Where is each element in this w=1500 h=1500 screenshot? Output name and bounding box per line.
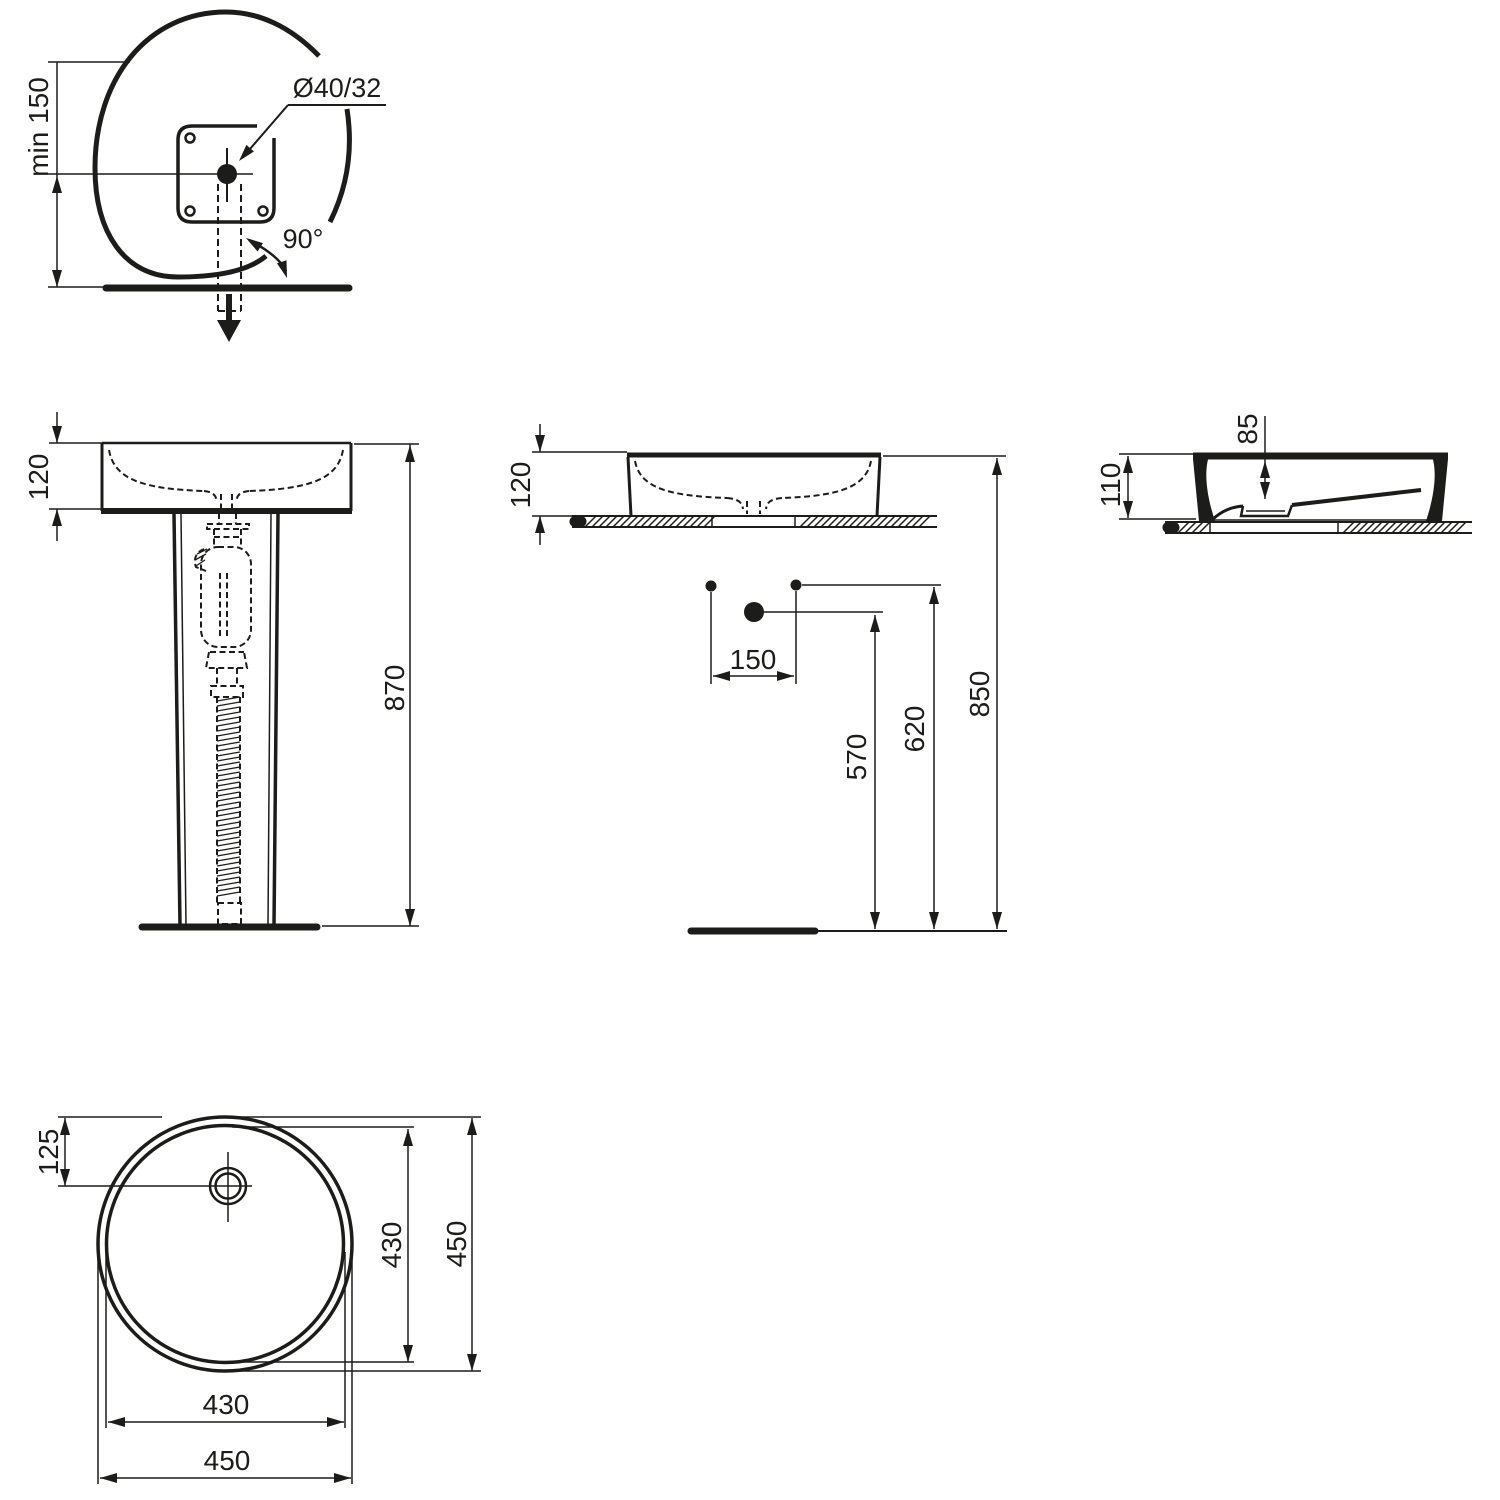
label-bowl-diameter-horizontal: 430 — [203, 1389, 250, 1420]
pedestal — [172, 513, 280, 926]
dim-min-150: min 150 — [23, 61, 130, 287]
dim-trap-outlet-height: 570 — [841, 615, 880, 929]
bottle-trap-dashed — [193, 513, 252, 925]
label-trap-outlet-height: 570 — [841, 734, 872, 781]
label-tap-hole-spacing: 150 — [730, 644, 777, 675]
basin-outline-front — [100, 441, 353, 514]
dim-bowl-diameter-horizontal: 430 — [105, 1252, 346, 1428]
corrugated-hose-hatch — [216, 696, 241, 897]
top-installation-view: Ø40/32 90° min 150 — [23, 9, 386, 342]
swivel-arc-right — [327, 108, 352, 224]
label-min-floor-distance: min 150 — [23, 77, 54, 177]
bowl-dashed-side — [634, 460, 872, 514]
swivel-angle-arrow — [246, 238, 288, 278]
drain-diameter-leader — [239, 104, 386, 161]
dim-outer-diameter-horizontal: 450 — [97, 1250, 353, 1484]
dim-total-height: 870 — [322, 443, 419, 927]
plan-view: 125 430 450 430 — [33, 1115, 481, 1484]
countertop-section — [1162, 521, 1472, 534]
bowl-dashed-front — [108, 449, 344, 509]
label-total-height: 870 — [379, 665, 410, 712]
side-installation-view: 120 150 570 620 — [505, 424, 1007, 935]
section-view: 110 85 — [1095, 413, 1472, 534]
label-rim-height: 850 — [964, 671, 995, 718]
basin-outline-side — [626, 452, 882, 517]
counter-hatch-left — [584, 515, 716, 528]
fixing-plate — [176, 124, 276, 224]
dim-basin-height-front: 120 — [23, 412, 104, 541]
inner-bowl-circle — [104, 1123, 346, 1365]
swivel-spiral-curve — [92, 9, 321, 280]
label-drain-diameter: Ø40/32 — [293, 73, 382, 103]
supply-point-left — [705, 580, 717, 592]
drain-section — [1239, 504, 1294, 518]
counter-hatch-right — [799, 515, 931, 528]
label-basin-height-side: 120 — [505, 462, 536, 509]
dim-supply-height: 620 — [899, 587, 939, 929]
dim-overall-height-section: 110 — [1095, 453, 1200, 520]
countertop-side — [569, 515, 937, 528]
dim-bowl-depth: 85 — [1232, 413, 1270, 499]
waste-outlet-point — [744, 602, 764, 622]
label-drain-offset: 125 — [33, 1129, 64, 1176]
outlet-pipe-dashed — [217, 184, 242, 312]
left-wall-section — [1193, 453, 1215, 521]
bowl-bottom-slope — [1291, 488, 1422, 507]
dim-drain-offset: 125 — [33, 1116, 162, 1186]
fixing-plate-screw-holes — [184, 132, 269, 217]
label-bowl-depth: 85 — [1232, 413, 1263, 444]
label-bowl-diameter-vertical: 430 — [376, 1222, 407, 1269]
label-outer-diameter-vertical: 450 — [441, 1221, 472, 1268]
label-outer-diameter-horizontal: 450 — [204, 1445, 251, 1476]
dim-tap-hole-spacing: 150 — [710, 591, 797, 684]
label-overall-height-section: 110 — [1095, 463, 1126, 508]
outer-rim-circle — [96, 1115, 354, 1373]
label-basin-height-front: 120 — [23, 454, 54, 501]
dim-bowl-diameter-vertical: 430 — [232, 1126, 414, 1363]
right-wall-section — [1426, 453, 1448, 521]
front-view: 120 870 — [23, 412, 419, 931]
dim-basin-height-side: 120 — [505, 424, 627, 545]
dim-rim-height: 850 — [883, 455, 1006, 929]
supply-point-right — [790, 579, 802, 591]
bowl-bottom-left-curve — [1212, 504, 1244, 521]
outlet-direction-arrow — [217, 294, 241, 342]
label-swivel-angle: 90° — [283, 224, 324, 254]
dim-outer-diameter-vertical: 450 — [230, 1116, 481, 1372]
label-supply-height: 620 — [899, 706, 930, 753]
spout-hatch — [194, 548, 208, 567]
